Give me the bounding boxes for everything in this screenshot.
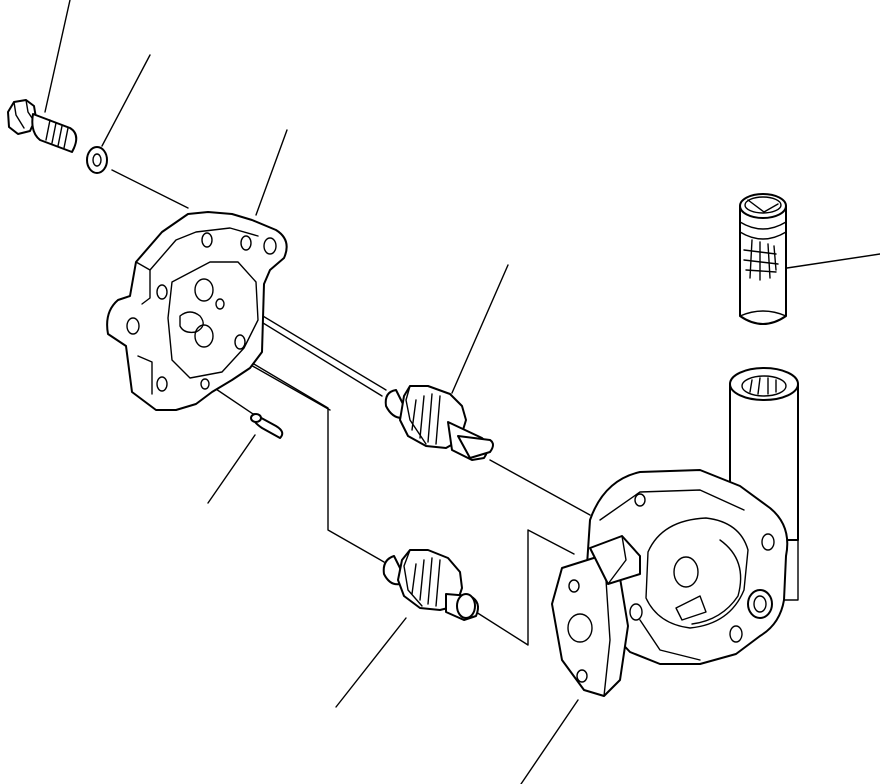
leader-line-strainer (786, 253, 880, 269)
strainer (739, 193, 787, 325)
plate-shaft-hole-bottom (194, 324, 214, 348)
leader-line-cover-plate (255, 129, 288, 216)
dowel-pin (250, 413, 284, 439)
outlet-port (567, 613, 593, 643)
washer (86, 146, 108, 174)
leader-line-dowel-pin (207, 434, 256, 504)
leader-line-bolt (44, 0, 71, 113)
leader-line-driven-gear (335, 617, 407, 708)
axis-plate-to-driven-gear-b (241, 359, 331, 411)
pump-body (551, 367, 799, 697)
axis-washer-to-plate (111, 169, 189, 209)
leader-lines (44, 0, 880, 784)
drive-gear (384, 385, 494, 461)
strainer-mesh-icon (743, 239, 779, 281)
port-plug (747, 589, 773, 619)
leader-line-drive-gear (451, 264, 509, 394)
driven-gear (382, 549, 479, 621)
axis-dowel-pin (209, 384, 257, 417)
axis-driven-gear-to-body (475, 529, 575, 646)
body-shaft-bore (673, 556, 699, 588)
cover-plate (106, 211, 288, 411)
axis-drive-gear-to-body (489, 459, 591, 516)
plate-shaft-hole-top (194, 278, 214, 302)
leader-line-pump-body (520, 699, 579, 784)
leader-line-washer (101, 54, 151, 147)
axis-plate-to-driven-gear (204, 334, 385, 563)
bolt (7, 99, 78, 153)
